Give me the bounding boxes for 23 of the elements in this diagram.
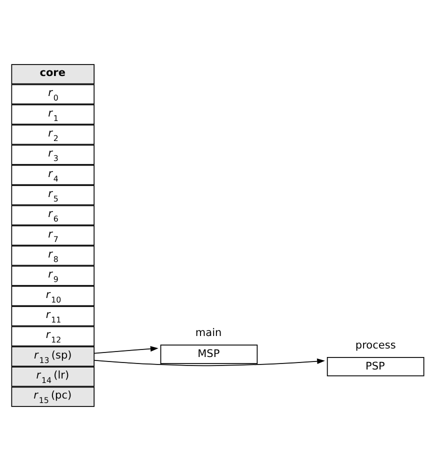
node-box: r$_{12}$ [11, 326, 95, 346]
arrow [94, 346, 158, 354]
node-label: process [355, 338, 396, 351]
node-box: r$_{15}$ (pc) [11, 386, 95, 406]
node-box: r$_{4}$ [11, 164, 95, 185]
node-box: r$_{7}$ [11, 224, 95, 246]
arrow [94, 358, 325, 366]
node-box: r$_{10}$ [11, 285, 95, 306]
node-box: MSP [160, 344, 258, 364]
node-box: r$_{14}$ (lr) [11, 366, 95, 386]
node-box: r$_{2}$ [11, 124, 95, 144]
node-box: r$_{5}$ [11, 184, 95, 205]
node-box: r$_{11}$ [11, 306, 95, 326]
node-box: PSP [326, 356, 424, 376]
node-box: r$_{9}$ [11, 265, 95, 286]
node-box: r$_{3}$ [11, 144, 95, 164]
node-box: r$_{13}$ (sp) [11, 346, 95, 366]
node-box: r$_{6}$ [11, 204, 95, 225]
node-box: core [11, 64, 95, 84]
node-box: r$_{1}$ [11, 104, 95, 124]
node-box: r$_{8}$ [11, 245, 95, 266]
node-label: main [195, 326, 222, 338]
node-box: r$_{0}$ [11, 84, 95, 104]
